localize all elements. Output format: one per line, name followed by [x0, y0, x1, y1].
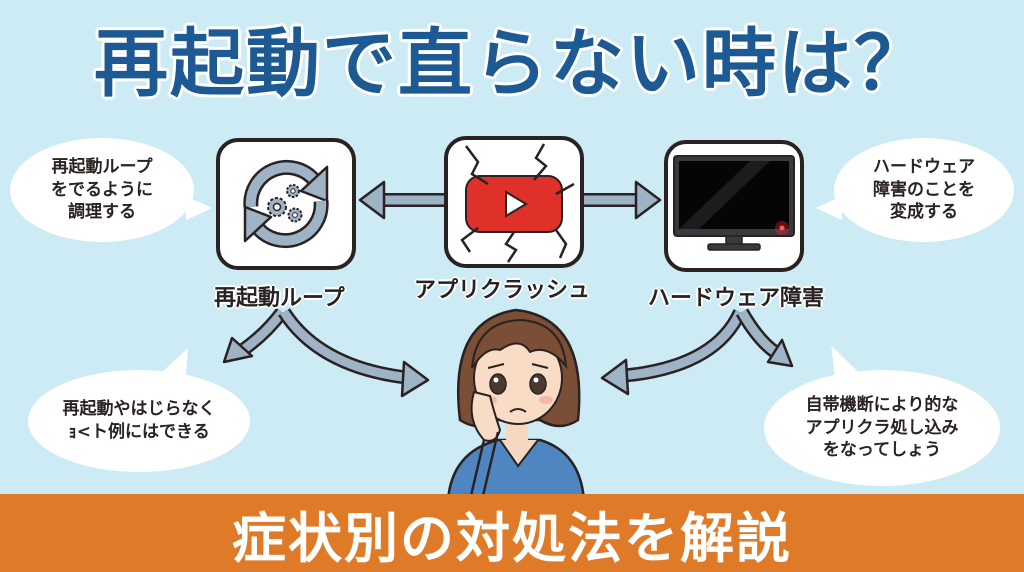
footer-banner: 症状別の対処法を解説 [0, 494, 1024, 572]
refresh-gears-icon [243, 159, 329, 249]
arrow-to-reboot-loop [358, 180, 446, 220]
monitor-icon [673, 155, 795, 251]
app-crash-label: アプリクラッシュ [414, 278, 591, 303]
arrow-reboot-to-person [278, 308, 430, 398]
speech-bubble-bottom-right: 自帯機断により的な アプリクラ処し込み をなってしょう [764, 346, 1000, 486]
bubble-text: 再起動やはじらなく ｮ<ト例にはできる [62, 399, 216, 442]
hardware-failure-card[interactable] [664, 140, 804, 272]
cracked-play-button-icon [460, 143, 575, 263]
bubble-text: 自帯機断により的な アプリクラ処し込み をなってしょう [805, 394, 959, 461]
speech-bubble-top-right: ハードウェア 障害のことを 変成する [816, 138, 1014, 242]
page-title: 再起動で直らない時は？ [94, 21, 930, 107]
hardware-failure-label: ハードウェア障害 [648, 286, 825, 311]
app-crash-card[interactable] [444, 136, 584, 268]
bubble-text: ハードウェア 障害のことを 変成する [873, 156, 975, 223]
reboot-loop-card[interactable] [216, 138, 356, 270]
arrow-hardware-to-person [600, 308, 747, 396]
reboot-loop-label: 再起動ループ [214, 286, 345, 311]
speech-bubble-top-left: 再起動ループ をでるように 調理する [10, 138, 212, 242]
arrow-reboot-to-bottom-left [222, 307, 288, 364]
arrow-hardware-to-bottom-right [735, 308, 794, 368]
arrow-to-hardware-failure [578, 180, 662, 220]
footer-text: 症状別の対処法を解説 [232, 506, 792, 570]
speech-bubble-bottom-left: 再起動やはじらなく ｮ<ト例にはできる [28, 348, 250, 472]
bubble-text: 再起動ループ をでるように 調理する [51, 156, 153, 223]
